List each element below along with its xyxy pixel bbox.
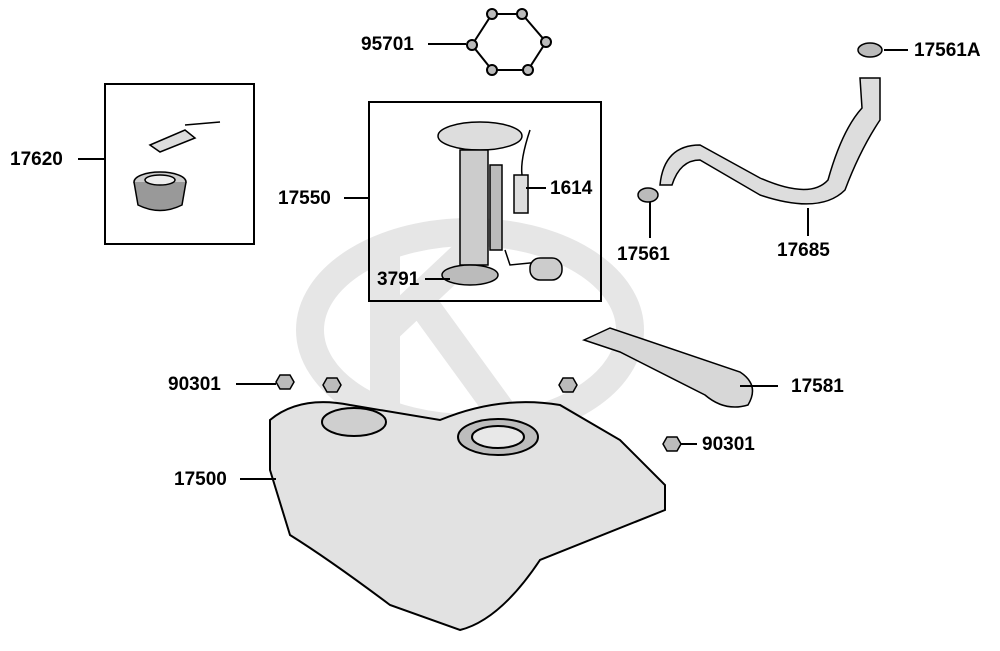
part-label-95701: 95701 (361, 34, 414, 55)
part-label-17550: 17550 (278, 188, 331, 209)
part-label-17620: 17620 (10, 149, 63, 170)
nuts-drawing (275, 374, 682, 452)
filler-hose-drawing (637, 42, 883, 205)
part-label-17500: 17500 (174, 469, 227, 490)
part-label-90301-left: 90301 (168, 374, 221, 395)
fuel-cap-drawing (133, 121, 221, 212)
part-label-17561A: 17561A (914, 40, 981, 61)
part-label-3791: 3791 (377, 269, 420, 290)
clip-set-drawing (466, 8, 552, 76)
part-label-17561: 17561 (617, 244, 670, 265)
part-label-17581: 17581 (791, 376, 844, 397)
fuel-pump-drawing (437, 121, 563, 286)
part-label-17685: 17685 (777, 240, 830, 261)
cushion-rubber-drawing (581, 327, 754, 408)
fuel-tank-drawing (269, 401, 666, 632)
fuel-pump-box (368, 101, 602, 302)
part-label-1614: 1614 (550, 178, 593, 199)
fuel-cap-box (104, 83, 255, 245)
part-label-90301-right: 90301 (702, 434, 755, 455)
